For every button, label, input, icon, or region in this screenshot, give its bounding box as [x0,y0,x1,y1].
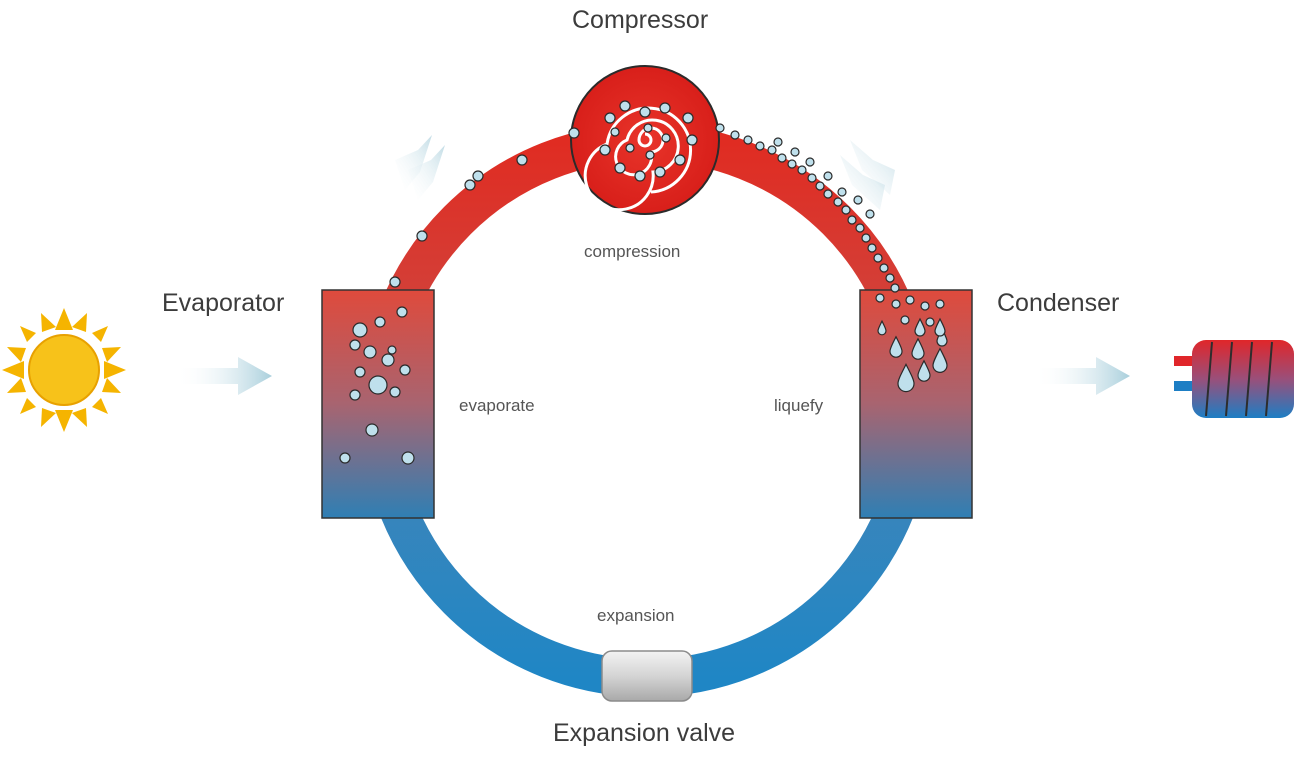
bubble [838,188,846,196]
bubble [355,367,365,377]
bubble [854,196,862,204]
bubble [350,390,360,400]
bubble [517,155,527,165]
bubble [655,167,665,177]
bubble [774,138,782,146]
bubble [808,174,816,182]
bubble [390,277,400,287]
bubble [788,160,796,168]
bubble [626,144,634,152]
bubble [824,172,832,180]
bubble [569,128,579,138]
bubble [868,244,876,252]
bubble [620,101,630,111]
bubble [382,354,394,366]
bubble [402,452,414,464]
bubble [615,163,625,173]
bubble [687,135,697,145]
evaporate-label: evaporate [459,396,535,416]
bubble [683,113,693,123]
bubble [390,387,400,397]
bubble [744,136,752,144]
sun-icon [2,308,126,432]
bubble [834,198,842,206]
bubble [465,180,475,190]
bubble [640,107,650,117]
bubble [891,284,899,292]
condenser-tank [860,290,972,518]
bubble [611,128,619,136]
arrow-right-icon [176,357,272,395]
bubble [340,453,350,463]
bubble [778,154,786,162]
bubble [600,145,610,155]
arrow-right-icon [1034,357,1130,395]
bubble [350,340,360,350]
bubble [886,274,894,282]
bubble [901,316,909,324]
bubble [397,307,407,317]
bubble [806,158,814,166]
bubble [926,318,934,326]
expansion-valve-label: Expansion valve [553,719,735,748]
bubble [388,346,396,354]
bubble [660,103,670,113]
heat-absorb-icon [395,135,445,200]
bubble [646,151,654,159]
bubble [369,376,387,394]
bubble [417,231,427,241]
bubble [675,155,685,165]
bubble [644,124,652,132]
bubble [874,254,882,262]
bubble [816,182,824,190]
bubble [866,210,874,218]
bubble [400,365,410,375]
bubble [791,148,799,156]
bubble [375,317,385,327]
bubble [366,424,378,436]
bubble [824,190,832,198]
compressor-label: Compressor [572,6,708,35]
liquefy-label: liquefy [774,396,823,416]
bubble [756,142,764,150]
bubble [716,124,724,132]
bubble [936,300,944,308]
bubble [731,131,739,139]
heating-coil-icon [1174,340,1294,418]
bubble [605,113,615,123]
bubble [364,346,376,358]
bubble [842,206,850,214]
bubble [880,264,888,272]
expansion-label: expansion [597,606,675,626]
compression-label: compression [584,242,680,262]
bubble [862,234,870,242]
bubble [856,224,864,232]
bubble [848,216,856,224]
bubble [662,134,670,142]
bubble [768,146,776,154]
bubble [353,323,367,337]
bubble [892,300,900,308]
condenser-label: Condenser [997,289,1119,318]
expansion-valve [602,651,692,701]
bubble [635,171,645,181]
heat-release-icon [840,140,895,210]
bubble [906,296,914,304]
bubble [921,302,929,310]
bubble [876,294,884,302]
bubble [798,166,806,174]
bubble [473,171,483,181]
evaporator-label: Evaporator [162,289,284,318]
